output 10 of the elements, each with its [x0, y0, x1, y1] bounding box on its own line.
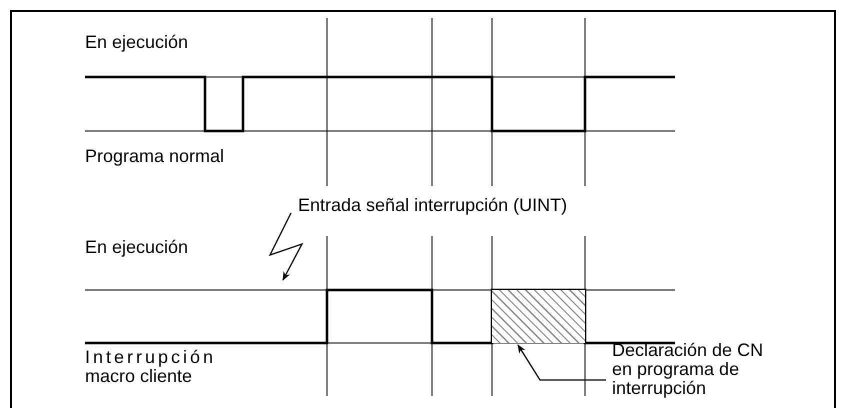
leader-line [517, 344, 606, 381]
axis-label: Programa normal [85, 146, 224, 166]
lightning-arrow [268, 212, 304, 281]
axis-label: macro cliente [85, 366, 192, 386]
axis-label: En ejecución [85, 237, 188, 257]
note-text: Declaración de CN en programa de interrupción [612, 341, 782, 398]
axis-label: En ejecución [85, 32, 188, 52]
hatched-area [492, 290, 585, 343]
axis-label: Interrupción [85, 347, 216, 367]
signal-label: Entrada señal interrupción (UINT) [298, 196, 628, 215]
